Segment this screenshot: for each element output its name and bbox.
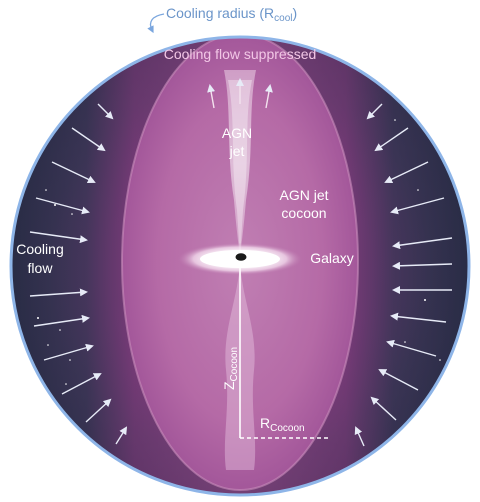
jet-label: jet [229, 143, 245, 159]
inflow-arrows-left [29, 103, 128, 445]
cooling-flow-label-line2: flow [28, 260, 54, 276]
jet-outflow-arrows [207, 78, 273, 109]
cooling-flow-label-line1: Cooling [16, 241, 63, 257]
cooling-radius-label: Cooling radius (Rcool) [166, 5, 297, 24]
cooling-radius-pointer [147, 13, 165, 34]
central-black-hole [235, 253, 247, 261]
stars [37, 119, 441, 385]
agn-label: AGN [222, 125, 252, 141]
z-cocoon-label: ZCocoon [221, 347, 240, 390]
agn-jet-cocoon-label-line2: cocoon [281, 205, 326, 221]
suppressed-label: Cooling flow suppressed [164, 46, 317, 62]
cooling-radius-boundary [9, 35, 471, 497]
inflow-arrows-right [354, 103, 453, 447]
galaxy-label: Galaxy [310, 250, 354, 266]
agn-jet-upper [224, 70, 256, 258]
agn-jet-cocoon-label-line1: AGN jet [279, 187, 328, 203]
r-cocoon-label: RCocoon [260, 415, 305, 434]
